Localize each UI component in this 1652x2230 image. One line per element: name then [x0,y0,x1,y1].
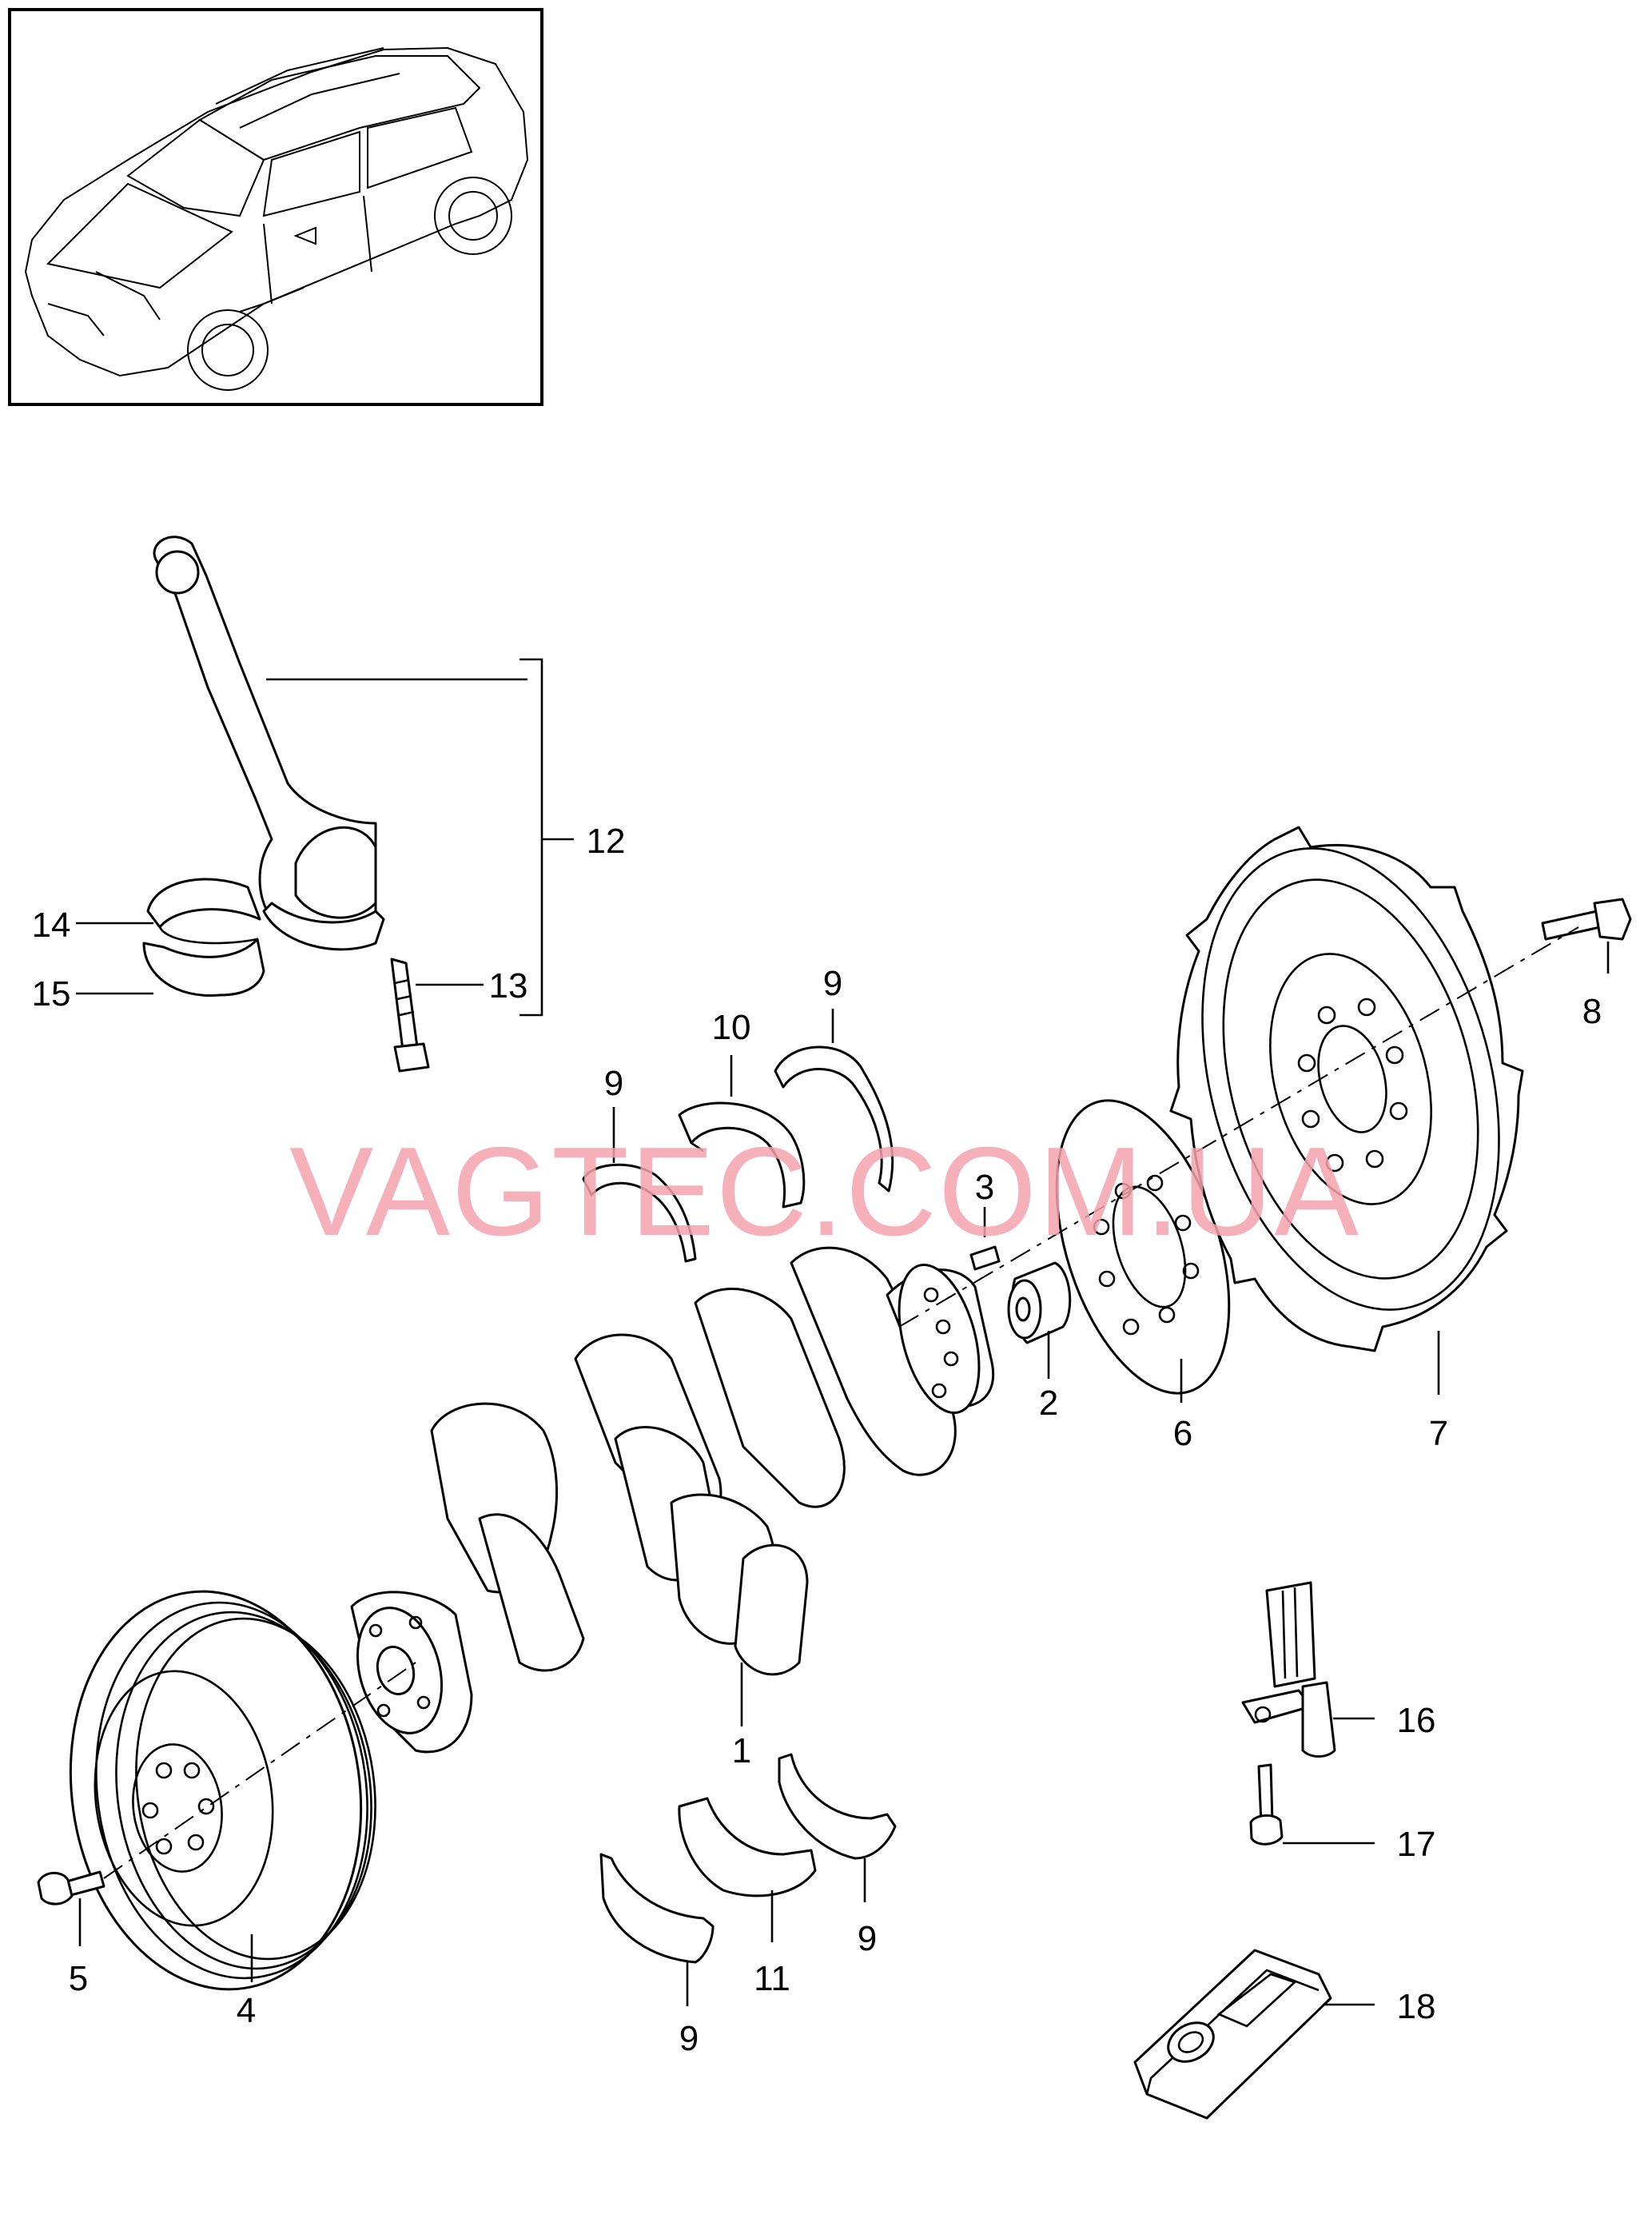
dowel-pin [969,1207,1001,1271]
connecting-rod-bolt [390,958,430,1073]
pulley-centerline [103,1662,416,1879]
rod-bearing-shells [142,878,265,998]
flywheel-flex-plate [1169,826,1524,1395]
callout-13: 13 [489,966,528,1005]
pilot-bearing [1007,1261,1072,1379]
speed-sensor [1241,1581,1375,1758]
callout-4: 4 [237,1991,256,2030]
callout-9: 9 [823,964,842,1003]
callout-15: 15 [32,974,71,1013]
callout-16: 16 [1397,1701,1436,1740]
callout-labels: 1 2 3 4 5 6 7 8 9 9 9 9 10 11 12 13 14 1… [32,822,1602,2058]
callout-10: 10 [712,1008,751,1047]
rod-cap [262,902,385,951]
lower-rod-bearing-shell [142,938,265,998]
main-bearing-group [582,1009,897,2006]
small-end-bore [155,550,200,595]
callout-9: 9 [858,1919,877,1958]
callout-18: 18 [1397,1987,1436,2026]
thrust-washer [778,1753,897,1860]
watermark: VAGTEC.COM.UA [289,1121,1360,1262]
callout-3: 3 [975,1168,994,1207]
sensor-bracket [1133,1949,1375,2120]
callout-17: 17 [1397,1825,1436,1864]
thrust-washer [774,1045,894,1193]
upper-main-bearing-shell [678,1101,806,1209]
thrust-washer [599,1853,715,1964]
callout-7: 7 [1429,1414,1448,1453]
callout-8: 8 [1582,992,1602,1031]
flywheel-bolt [1541,898,1632,974]
vibration-damper-pulley [69,1590,376,1991]
sensor-bolt [1249,1763,1375,1846]
upper-rod-bearing-shell [146,878,261,929]
callout-1: 1 [732,1731,751,1770]
lower-main-bearing-shell [678,1797,817,1897]
shaft-centerline [898,926,1579,1328]
crankshaft [350,1246,995,1754]
callout-12: 12 [587,822,626,861]
callout-6: 6 [1173,1414,1192,1453]
callout-14: 14 [32,906,71,945]
callout-9: 9 [604,1064,623,1103]
big-end-bore [294,826,377,919]
thrust-washer [582,1163,697,1263]
vehicle-thumbnail [8,8,543,406]
connecting-rod-group [76,536,574,1073]
callout-11: 11 [754,1959,790,1998]
callout-9: 9 [679,2019,699,2058]
adapter-plate [1055,1099,1231,1403]
pulley-bolt [37,1870,105,1946]
callout-5: 5 [69,1959,88,1998]
callout-2: 2 [1039,1384,1058,1423]
